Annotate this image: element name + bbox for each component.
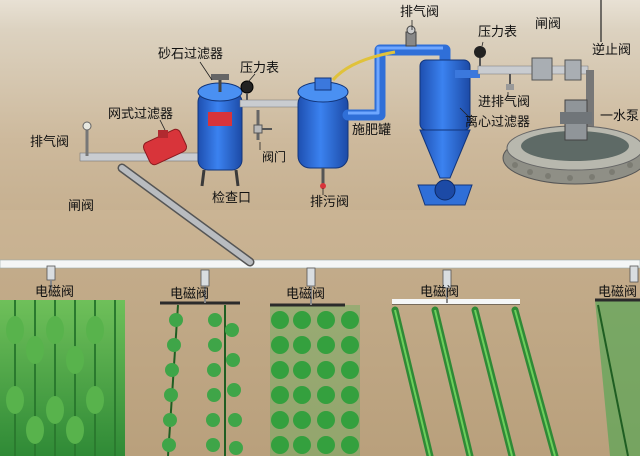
screen-filter-icon: [142, 128, 188, 166]
label-fertilizer-tank: 施肥罐: [352, 123, 392, 138]
label-solenoid-3: 电磁阀: [286, 287, 326, 302]
label-gate-valve-right: 闸阀: [535, 17, 562, 32]
feed-pipe: [117, 163, 255, 267]
label-screen-filter: 网式过滤器: [108, 107, 174, 122]
callout-lines: [159, 20, 509, 195]
label-check-valve: 逆止阀: [592, 43, 632, 58]
blue-main-pipe-highlight: [348, 46, 443, 115]
label-solenoid-5: 电磁阀: [598, 285, 638, 300]
ground-band: [0, 210, 640, 260]
label-air-release-top: 排气阀: [400, 5, 440, 20]
label-gate-valve-left: 闸阀: [68, 199, 95, 214]
label-solenoid-1: 电磁阀: [35, 285, 75, 300]
lateral-headers-white: [392, 299, 520, 304]
label-valve-small: 阀门: [262, 150, 287, 164]
left-pipe: [79, 121, 211, 162]
centrifugal-filter: [417, 59, 480, 206]
pressure-gauge-left-icon: [240, 80, 254, 102]
label-pressure-gauge-left: 压力表: [240, 61, 280, 76]
bypass-tube: [331, 50, 396, 81]
label-drain-valve: 排污阀: [310, 195, 350, 210]
crop-field-5: [595, 300, 640, 456]
label-water-pump: 一水泵: [600, 109, 640, 124]
mid-pipe: [239, 99, 301, 108]
crop-field-1: [0, 300, 125, 456]
solenoid-risers: [50, 280, 448, 305]
main-distribution-pipe: [0, 259, 640, 269]
small-valve-icon: [253, 110, 272, 140]
intake-exhaust-valve-icon: [506, 74, 514, 90]
crop-field-4: [391, 306, 559, 456]
label-solenoid-2: 电磁阀: [170, 287, 210, 302]
blue-main-pipe: [342, 44, 451, 121]
crop-field-2: [162, 304, 243, 456]
fertilizer-tank: [297, 77, 349, 189]
label-inspection-port: 检查口: [212, 191, 252, 206]
label-intake-exhaust-valve: 进排气阀: [478, 95, 531, 110]
label-sand-filter: 砂石过滤器: [158, 47, 224, 62]
label-centrifugal-filter: 离心过滤器: [465, 115, 531, 130]
top-air-release-icon: [405, 25, 417, 47]
well-stones: [512, 162, 633, 181]
solenoid-valve-icons: [46, 265, 639, 289]
crop-field-3: [270, 305, 360, 456]
label-pressure-gauge-right: 压力表: [478, 25, 518, 40]
well-pump: [502, 99, 640, 185]
sand-filter-tank: [197, 74, 243, 187]
label-solenoid-4: 电磁阀: [420, 285, 460, 300]
label-air-release-left: 排气阀: [30, 135, 70, 150]
pump-pipe: [477, 57, 594, 130]
